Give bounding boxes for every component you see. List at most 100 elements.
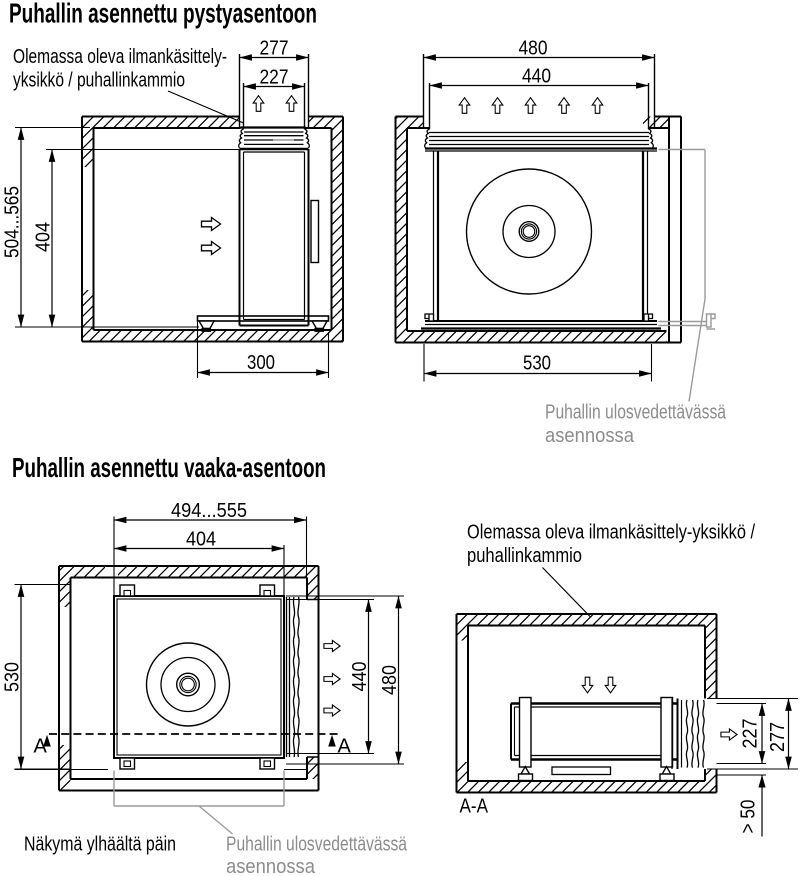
chamber-inner-wall: [406, 127, 669, 332]
fan-inlet-circle: [145, 642, 231, 727]
fan-unit-box-inner: [116, 598, 282, 756]
drawing-vertical-side-view: 277 227 504...565 404 300: [2, 38, 344, 378]
section-letter-left: A: [34, 736, 48, 758]
label-existing-unit-top: Olemassa oleva ilmankäsittely- yksikkö /…: [13, 46, 244, 124]
handle: [310, 199, 320, 264]
bellows-lines: [429, 131, 649, 146]
wall-hatch: [395, 116, 424, 128]
dim-text-inner-height: 404: [33, 222, 55, 252]
pullout-gray-edge: [658, 148, 706, 299]
dim-text-top-inner: 440: [522, 66, 551, 88]
fan-hub-center: [522, 225, 536, 238]
dim-text-duct-outer: 277: [767, 722, 789, 752]
dim-text-depth: 530: [2, 662, 24, 692]
bellows-wave: [292, 596, 296, 758]
fan-hub-center: [181, 677, 195, 692]
clamp: [119, 757, 136, 770]
dim-text-duct-inner: 440: [349, 662, 371, 692]
label-existing-unit-line1: Olemassa oleva ilmankäsittely-: [13, 46, 227, 68]
wall-hatch: [59, 745, 71, 791]
bracket-right: [660, 696, 674, 768]
bellows-wave: [685, 699, 689, 768]
wall-hatch: [82, 290, 94, 330]
chamber-inner-wall: [92, 127, 333, 331]
fan-hub-ring: [520, 223, 538, 240]
section-arrow-right: [328, 734, 336, 747]
fan-unit-sides-inner: [432, 151, 649, 321]
chamber-outer-wall: [455, 613, 718, 794]
wall-hatch: [705, 625, 717, 699]
fan-unit-body-inner: [242, 152, 306, 321]
label-pullout-line1: Puhallin ulosvedettävässä: [545, 402, 727, 424]
bellows-wave: [696, 699, 700, 768]
dim-text-base-width: 300: [247, 352, 275, 374]
wall-hatch: [395, 128, 407, 331]
dim-text-clearance: > 50: [738, 800, 760, 834]
drawing-vertical-front-view: 480 440 530 Puhallin ulosvedettävässä as…: [394, 38, 727, 447]
dim-text-duct-inner: 227: [740, 719, 762, 749]
bellows-edge-right: [648, 128, 655, 149]
pullout-position-outline: [658, 148, 716, 402]
clamp-right: [643, 313, 654, 322]
wall-hatch: [308, 116, 343, 128]
fan-hub: [175, 672, 200, 697]
fan-hub-ring: [179, 675, 197, 694]
clamp: [259, 757, 276, 770]
wall-hatch: [331, 128, 343, 330]
label-view-from-above: Näkymä ylhäältä päin: [24, 834, 176, 856]
wall-hatch: [705, 769, 717, 781]
outlet-duct-walls: [422, 54, 656, 129]
chamber-inner-wall: [69, 576, 308, 780]
wall-hatch: [456, 762, 468, 781]
label-section-aa: A-A: [460, 796, 489, 818]
wall-hatch: [307, 577, 319, 600]
fan-unit-sides: [436, 151, 645, 321]
bracket-left: [518, 696, 532, 768]
label-pullout-line1: Puhallin ulosvedettävässä: [226, 834, 408, 856]
dim-arrow-clearance: [758, 775, 766, 788]
section-letter-right: A: [338, 736, 352, 758]
pullout-gray-clamp: [705, 313, 716, 330]
section-arrow-left: [43, 734, 51, 747]
section-title-horizontal: Puhallin asennettu vaaka-asentoon: [12, 452, 326, 483]
pullout-leader: [688, 298, 706, 402]
dim-text-top-outer: 480: [519, 38, 548, 60]
pullout-gray-rails: [658, 320, 707, 327]
wall-hatch: [395, 331, 667, 343]
unit-clamps: [119, 584, 276, 770]
pullout-leader: [198, 805, 233, 835]
base-rail: [196, 315, 330, 322]
clamp-inner: [123, 760, 132, 768]
wall-hatch: [82, 128, 94, 167]
foot-right-pad: [314, 327, 325, 332]
wall-hatch: [456, 614, 717, 626]
clamp-inner: [263, 760, 272, 768]
wall-hatch: [82, 330, 343, 342]
fan-inlet-inner-circle: [502, 204, 556, 259]
bellows-wave: [297, 596, 300, 758]
leader-line: [542, 567, 591, 618]
bellows-edge-left: [237, 128, 244, 149]
wall-hatch: [456, 625, 468, 641]
fan-inlet-inner-circle: [160, 656, 216, 713]
drawing-horizontal-top-view: A A 494...555 404 530 440 480: [2, 500, 408, 876]
fan-unit-body: [238, 149, 310, 327]
chamber-outer-wall: [58, 565, 320, 792]
foot-left-pad: [201, 327, 212, 332]
clamp-inner: [263, 589, 272, 597]
wall-hatch: [118, 566, 319, 578]
bellows-edge-right: [304, 128, 311, 149]
section-title-vertical: Puhallin asennettu pystyasentoon: [9, 0, 317, 29]
wall-hatch: [456, 781, 717, 793]
wall-hatch: [59, 566, 105, 578]
wall-hatch: [59, 577, 71, 607]
bellows-wave: [691, 699, 694, 768]
label-existing-unit-line2: yksikkö / puhallinkammio: [13, 70, 185, 92]
dim-text-duct-outer: 480: [379, 665, 401, 695]
dim-text-outlet-inner: 227: [260, 67, 289, 89]
label-pullout-line2: asennossa: [545, 425, 635, 447]
label-existing-unit-line1: Olemassa oleva ilmankäsittely-yksikkö /: [467, 522, 755, 544]
bellows-lines: [285, 597, 291, 757]
